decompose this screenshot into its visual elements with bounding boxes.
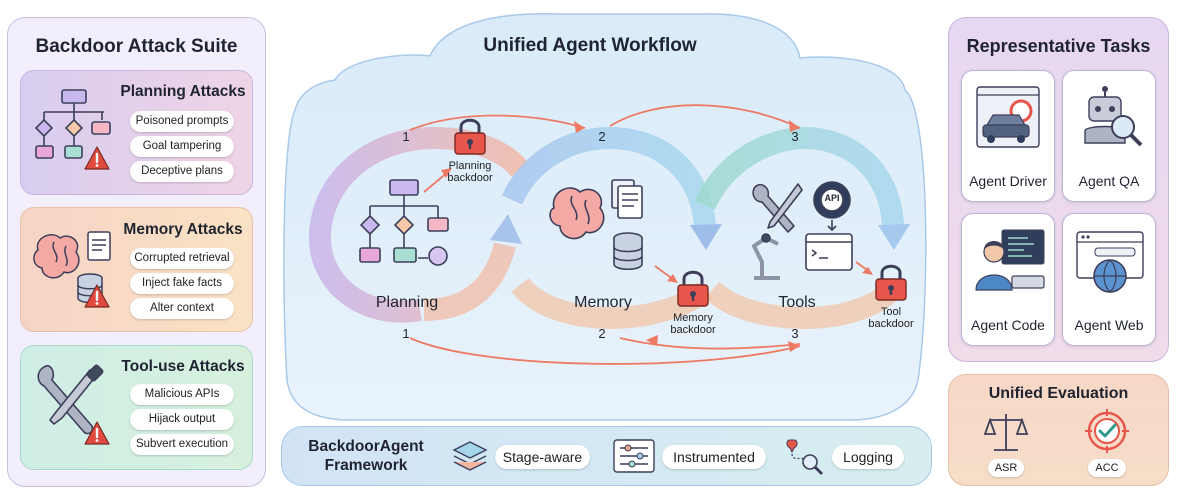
- task-card-agent-driver: Agent Driver: [961, 70, 1055, 202]
- tool-backdoor-lock-icon: [875, 264, 907, 301]
- stage-label-tools: Tools: [778, 294, 816, 311]
- task-label-agent-code: Agent Code: [971, 317, 1045, 333]
- stage-label-planning: Planning: [375, 294, 439, 311]
- brain-database-icon: [33, 231, 111, 304]
- workflow-title: Unified Agent Workflow: [483, 35, 697, 56]
- planning-backdoor-label-line2: backdoor: [447, 172, 493, 184]
- wrench-plug-icon: [37, 364, 104, 435]
- coder-icon: [975, 229, 1045, 291]
- planning-attacks-title: Planning Attacks: [120, 83, 246, 100]
- task-card-agent-qa: Agent QA: [1062, 70, 1156, 202]
- attack-pill-malicious-apis: Malicious APIs: [130, 384, 234, 405]
- framework-feature-stage-aware: Stage-aware: [495, 445, 590, 469]
- suite-title: Backdoor Attack Suite: [35, 36, 238, 57]
- memory-brain-icon: [549, 179, 643, 271]
- attack-pill-subvert-execution: Subvert execution: [130, 434, 234, 455]
- planning-backdoor-label-line1: Planning: [448, 160, 492, 172]
- unified-evaluation-panel: [948, 374, 1169, 486]
- tool-backdoor-label-line2: backdoor: [868, 318, 914, 330]
- scales-icon: [983, 414, 1029, 451]
- metric-asr: ASR: [988, 459, 1024, 477]
- memory-backdoor-label-line1: Memory: [673, 312, 713, 324]
- evaluation-title: Unified Evaluation: [988, 385, 1129, 402]
- task-label-agent-qa: Agent QA: [1078, 173, 1140, 189]
- car-steering-icon: [976, 86, 1040, 148]
- memory-backdoor-label-line2: backdoor: [670, 324, 716, 336]
- target-check-icon: [1085, 409, 1129, 453]
- planning-backdoor-label: Planning backdoor: [440, 160, 500, 184]
- task-card-agent-web: Agent Web: [1062, 213, 1156, 346]
- browser-globe-icon: [1076, 231, 1144, 293]
- task-label-agent-web: Agent Web: [1074, 317, 1144, 333]
- backdoor-agent-framework-bar: [281, 426, 932, 486]
- lower-step-number-3: 3: [791, 326, 799, 341]
- task-label-agent-driver: Agent Driver: [969, 173, 1047, 189]
- upper-step-number-2: 2: [598, 129, 606, 144]
- warning-icon: [84, 284, 110, 308]
- planning-flowchart-icon: [359, 179, 449, 266]
- memory-backdoor-lock-icon: [677, 270, 709, 307]
- memory-attacks-title: Memory Attacks: [123, 221, 243, 238]
- tools-api-robot-icon: [752, 181, 853, 280]
- warning-icon: [84, 146, 110, 170]
- flowchart-icon: [34, 89, 111, 159]
- lower-step-number-1: 1: [402, 326, 410, 341]
- upper-step-number-3: 3: [791, 129, 799, 144]
- framework-feature-logging: Logging: [832, 445, 904, 469]
- tasks-title: Representative Tasks: [966, 36, 1151, 56]
- attack-pill-hijack-output: Hijack output: [130, 409, 234, 430]
- attack-pill-alter-context: Alter context: [130, 298, 234, 319]
- framework-title-line1: BackdoorAgent: [308, 438, 424, 455]
- task-card-agent-code: Agent Code: [961, 213, 1055, 346]
- tool-backdoor-label: Tool backdoor: [860, 306, 922, 330]
- tool-backdoor-label-line1: Tool: [880, 306, 902, 318]
- upper-step-number-1: 1: [402, 129, 410, 144]
- attack-pill-corrupted-retrieval: Corrupted retrieval: [130, 248, 234, 269]
- robot-magnifier-icon: [1084, 86, 1143, 147]
- attack-pill-inject-fake-facts: Inject fake facts: [130, 273, 234, 294]
- planning-backdoor-lock-icon: [454, 118, 486, 155]
- route-magnifier-icon: [786, 439, 824, 476]
- lower-step-number-2: 2: [598, 326, 606, 341]
- api-gear-label: API: [824, 193, 840, 203]
- framework-title-line2: Framework: [324, 457, 408, 474]
- framework-title: BackdoorAgent Framework: [296, 437, 436, 475]
- attack-pill-goal-tampering: Goal tampering: [130, 136, 234, 157]
- metric-acc: ACC: [1088, 459, 1126, 477]
- attack-pill-deceptive-plans: Deceptive plans: [130, 161, 234, 182]
- layers-icon: [452, 441, 488, 471]
- attack-pill-poisoned-prompts: Poisoned prompts: [130, 111, 234, 132]
- tool-use-attacks-title: Tool-use Attacks: [121, 358, 245, 375]
- framework-feature-instrumented: Instrumented: [662, 445, 766, 469]
- memory-backdoor-label: Memory backdoor: [662, 312, 724, 336]
- stage-label-memory: Memory: [574, 294, 632, 311]
- warning-icon: [84, 421, 110, 445]
- sliders-icon: [613, 439, 655, 473]
